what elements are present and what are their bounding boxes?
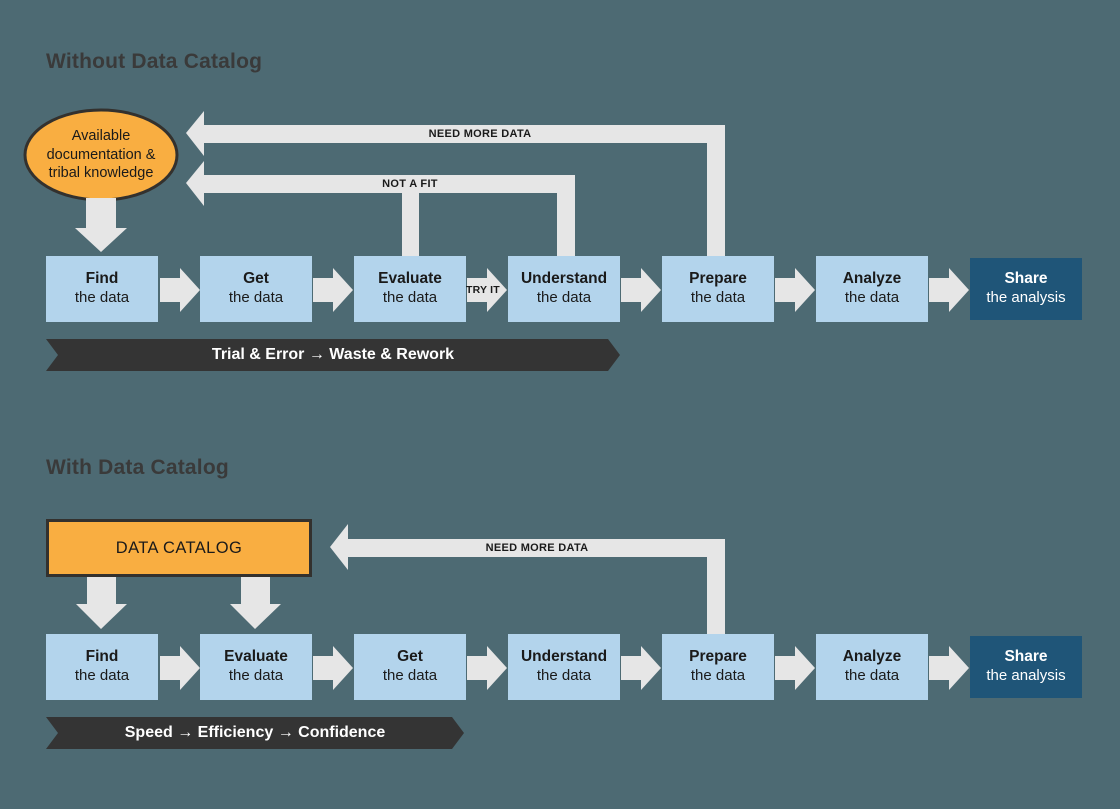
step-title: Evaluate — [378, 270, 442, 288]
step-title: Share — [1004, 648, 1048, 666]
step-title: Find — [85, 648, 119, 666]
step-title: Evaluate — [224, 648, 288, 666]
loop-label-need-more-data-row1: NEED MORE DATA — [428, 128, 532, 140]
not-a-fit-stub-evaluate — [402, 193, 419, 256]
step-title: Analyze — [842, 648, 902, 666]
step-title: Share — [1004, 270, 1048, 288]
step-subtitle: the data — [844, 667, 900, 685]
step-box-prepare-row1[interactable]: Prepare the data — [662, 256, 774, 322]
data-catalog-box[interactable]: DATA CATALOG — [46, 519, 312, 577]
step-title: Understand — [520, 270, 608, 288]
data-catalog-label: DATA CATALOG — [115, 538, 243, 557]
step-subtitle: the data — [536, 289, 592, 307]
step-title: Find — [85, 270, 119, 288]
step-subtitle: the analysis — [986, 289, 1066, 307]
loop-label-not-a-fit-row1: NOT A FIT — [382, 178, 438, 190]
step-box-share-row1[interactable]: Share the analysis — [970, 258, 1082, 320]
step-box-get-row1[interactable]: Get the data — [200, 256, 312, 322]
banner-speed-efficiency-confidence — [46, 717, 464, 749]
step-box-find-row1[interactable]: Find the data — [46, 256, 158, 322]
step-box-find-row2[interactable]: Find the data — [46, 634, 158, 700]
row2-step-arrows — [160, 646, 969, 690]
step-subtitle: the data — [690, 289, 746, 307]
step-subtitle: the analysis — [986, 667, 1066, 685]
step-box-analyze-row1[interactable]: Analyze the data — [816, 256, 928, 322]
loop-label-need-more-data-row2: NEED MORE DATA — [485, 542, 589, 554]
down-arrow-ellipse-to-find — [75, 198, 127, 252]
available-documentation-ellipse — [23, 108, 179, 202]
step-subtitle: the data — [690, 667, 746, 685]
step-title: Analyze — [842, 270, 902, 288]
section-heading-without-data-catalog: Without Data Catalog — [46, 50, 263, 73]
down-arrow-catalog-to-find — [76, 576, 127, 629]
step-subtitle: the data — [536, 667, 592, 685]
step-title: Understand — [520, 648, 608, 666]
step-subtitle: the data — [228, 289, 284, 307]
feedback-arrow-need-more-data-row1 — [186, 111, 725, 256]
step-subtitle: the data — [382, 667, 438, 685]
step-box-evaluate-row1[interactable]: Evaluate the data — [354, 256, 466, 322]
down-arrow-catalog-to-evaluate — [230, 576, 281, 629]
feedback-arrow-need-more-data-row2 — [330, 524, 725, 634]
step-box-prepare-row2[interactable]: Prepare the data — [662, 634, 774, 700]
section-heading-with-data-catalog: With Data Catalog — [46, 456, 229, 479]
step-box-understand-row1[interactable]: Understand the data — [508, 256, 620, 322]
step-title: Prepare — [689, 270, 747, 288]
step-subtitle: the data — [382, 289, 438, 307]
inline-label-try-it: TRY IT — [466, 284, 500, 296]
step-subtitle: the data — [74, 289, 130, 307]
step-subtitle: the data — [228, 667, 284, 685]
step-box-evaluate-row2[interactable]: Evaluate the data — [200, 634, 312, 700]
step-subtitle: the data — [844, 289, 900, 307]
step-title: Get — [397, 648, 423, 666]
row1-step-arrows — [160, 268, 969, 312]
step-title: Get — [243, 270, 269, 288]
step-box-analyze-row2[interactable]: Analyze the data — [816, 634, 928, 700]
banner-trial-and-error — [46, 339, 620, 371]
feedback-arrow-not-a-fit-row1 — [186, 161, 575, 256]
step-box-share-row2[interactable]: Share the analysis — [970, 636, 1082, 698]
step-subtitle: the data — [74, 667, 130, 685]
step-box-get-row2[interactable]: Get the data — [354, 634, 466, 700]
step-title: Prepare — [689, 648, 747, 666]
step-box-understand-row2[interactable]: Understand the data — [508, 634, 620, 700]
